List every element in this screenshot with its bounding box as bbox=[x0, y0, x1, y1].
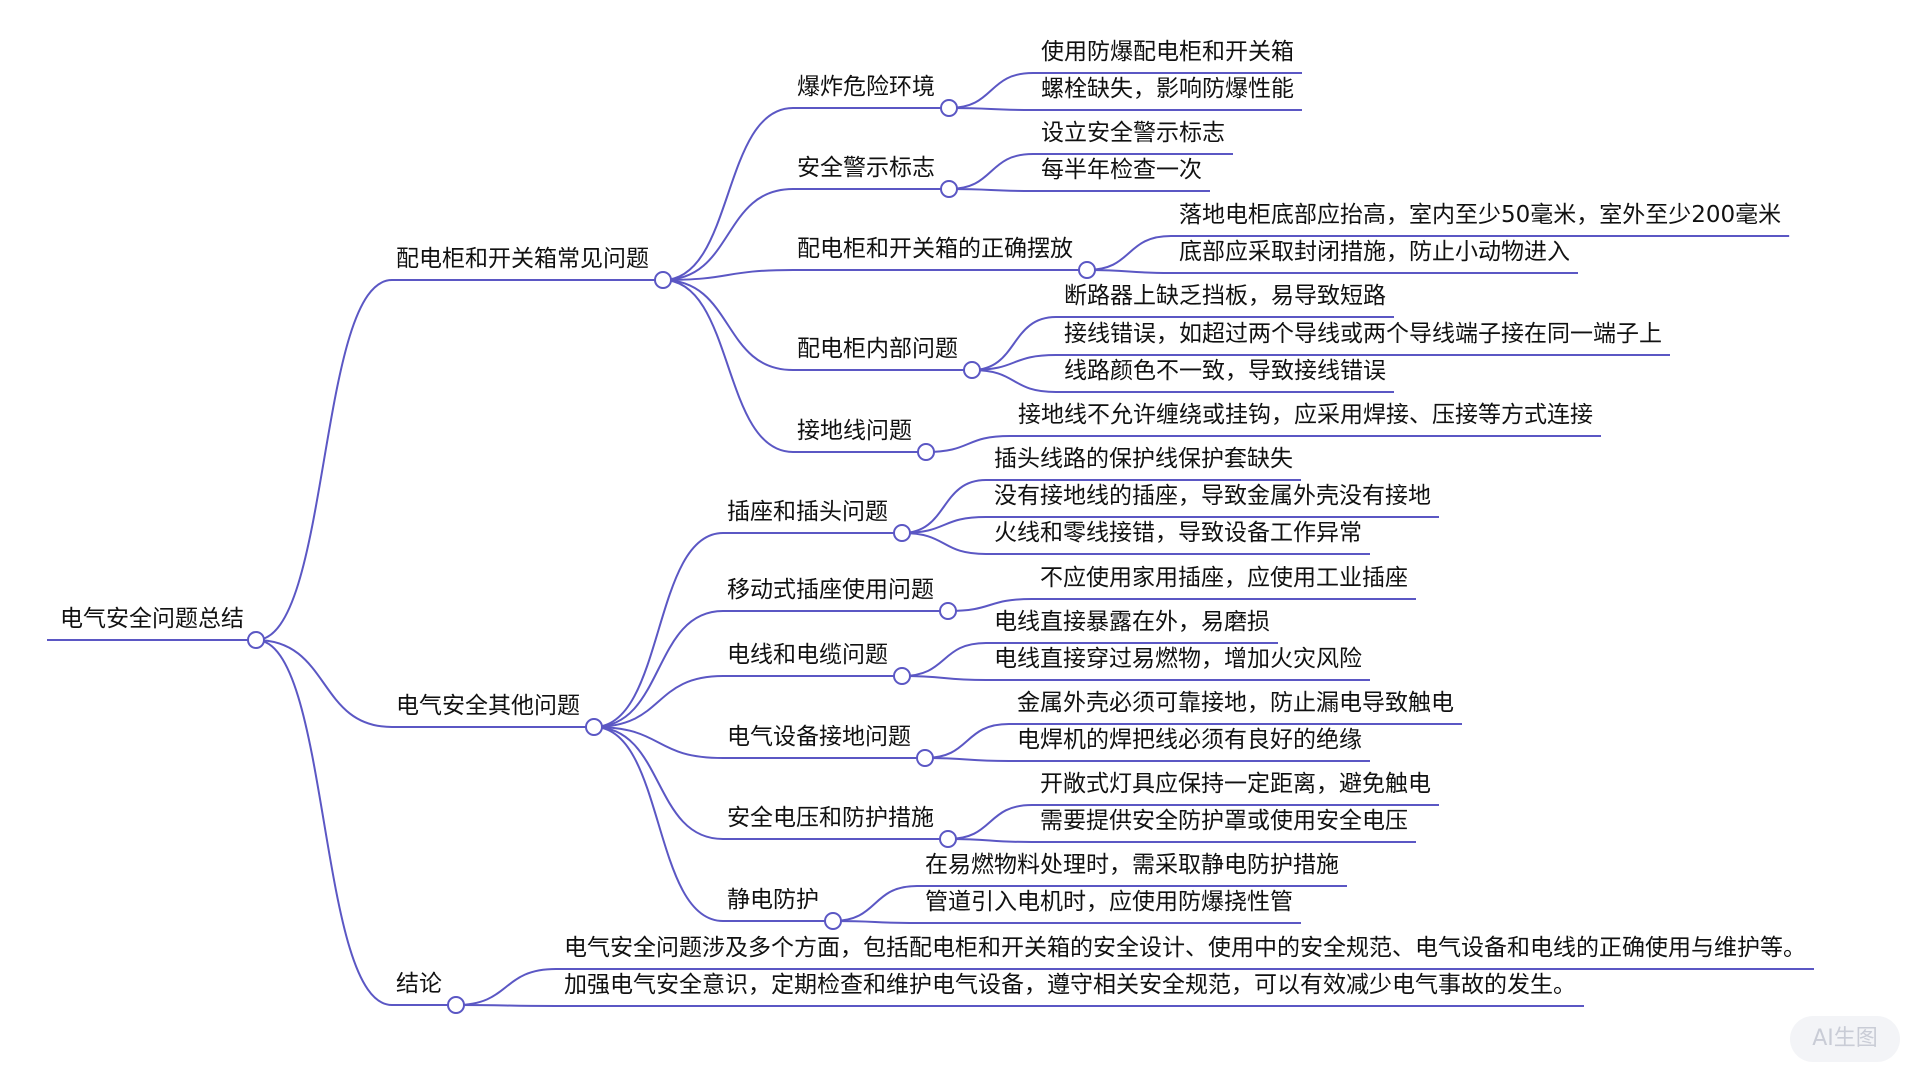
subtopic: 配电柜和开关箱的正确摆放 bbox=[797, 236, 1073, 262]
collapse-node-circle[interactable] bbox=[893, 667, 911, 685]
connector-curve bbox=[255, 639, 393, 728]
collapse-node-circle[interactable] bbox=[916, 749, 934, 767]
collapse-node-circle[interactable] bbox=[963, 361, 981, 379]
leaf-item: 断路器上缺乏挡板，易导致短路 bbox=[1064, 283, 1386, 309]
connector-curve bbox=[971, 316, 1057, 371]
connector-curve bbox=[901, 675, 987, 681]
leaf-item: 落地电柜底部应抬高，室内至少50毫米，室外至少200毫米 bbox=[1179, 202, 1782, 228]
subtopic: 配电柜内部问题 bbox=[797, 336, 958, 362]
leaf-item: 电气安全问题涉及多个方面，包括配电柜和开关箱的安全设计、使用中的安全规范、电气设… bbox=[564, 935, 1806, 961]
leaf-item: 加强电气安全意识，定期检查和维护电气设备，遵守相关安全规范，可以有效减少电气事故… bbox=[564, 972, 1576, 998]
connector-curve bbox=[593, 532, 724, 728]
connector-curve bbox=[455, 968, 557, 1006]
connector-curve bbox=[832, 885, 918, 922]
connector-curve bbox=[947, 838, 1033, 843]
leaf-item: 没有接地线的插座，导致金属外壳没有接地 bbox=[994, 483, 1431, 509]
collapse-node-circle[interactable] bbox=[939, 602, 957, 620]
connector-curve bbox=[948, 153, 1034, 190]
leaf-item: 管道引入电机时，应使用防爆挠性管 bbox=[925, 889, 1293, 915]
subtopic: 电气设备接地问题 bbox=[727, 724, 911, 750]
subtopic: 安全警示标志 bbox=[797, 155, 935, 181]
connector-curve bbox=[593, 726, 724, 922]
subtopic: 电线和电缆问题 bbox=[727, 642, 888, 668]
collapse-node-circle[interactable] bbox=[939, 830, 957, 848]
watermark-badge: AI生图 bbox=[1790, 1016, 1900, 1062]
collapse-node-circle[interactable] bbox=[447, 996, 465, 1014]
collapse-node-circle[interactable] bbox=[585, 718, 603, 736]
connector-curve bbox=[1086, 235, 1172, 271]
connector-curve bbox=[901, 642, 987, 677]
connector-curve bbox=[1086, 269, 1172, 274]
leaf-item: 使用防爆配电柜和开关箱 bbox=[1041, 39, 1294, 65]
connector-curve bbox=[947, 598, 1033, 612]
connector-curve bbox=[948, 188, 1034, 192]
branch-topic: 结论 bbox=[396, 971, 442, 997]
connector-curve bbox=[901, 532, 987, 555]
connector-curve bbox=[255, 639, 393, 1006]
collapse-node-circle[interactable] bbox=[1078, 261, 1096, 279]
leaf-item: 火线和零线接错，导致设备工作异常 bbox=[994, 520, 1362, 546]
leaf-item: 设立安全警示标志 bbox=[1041, 120, 1225, 146]
collapse-node-circle[interactable] bbox=[940, 180, 958, 198]
connector-curve bbox=[947, 804, 1033, 840]
connector-curve bbox=[901, 479, 987, 534]
leaf-item: 螺栓缺失，影响防爆性能 bbox=[1041, 76, 1294, 102]
connector-curve bbox=[662, 107, 794, 281]
connector-curve bbox=[971, 354, 1057, 371]
collapse-node-circle[interactable] bbox=[917, 443, 935, 461]
connector-curve bbox=[948, 107, 1034, 111]
subtopic: 接地线问题 bbox=[797, 418, 912, 444]
connector-curve bbox=[924, 723, 1010, 759]
branch-topic: 配电柜和开关箱常见问题 bbox=[396, 246, 649, 272]
collapse-node-circle[interactable] bbox=[893, 524, 911, 542]
subtopic: 爆炸危险环境 bbox=[797, 74, 935, 100]
leaf-item: 需要提供安全防护罩或使用安全电压 bbox=[1040, 808, 1408, 834]
connector-curve bbox=[593, 726, 724, 840]
leaf-item: 电线直接暴露在外，易磨损 bbox=[994, 609, 1270, 635]
leaf-item: 不应使用家用插座，应使用工业插座 bbox=[1040, 565, 1408, 591]
leaf-item: 电线直接穿过易燃物，增加火灾风险 bbox=[994, 646, 1362, 672]
collapse-node-circle[interactable] bbox=[824, 912, 842, 930]
connector-curve bbox=[924, 757, 1010, 762]
connector-curve bbox=[901, 516, 987, 534]
leaf-item: 底部应采取封闭措施，防止小动物进入 bbox=[1179, 239, 1570, 265]
subtopic: 插座和插头问题 bbox=[727, 499, 888, 525]
leaf-item: 开敞式灯具应保持一定距离，避免触电 bbox=[1040, 771, 1431, 797]
connector-curve bbox=[832, 920, 918, 924]
root-topic: 电气安全问题总结 bbox=[60, 606, 244, 632]
connector-curve bbox=[255, 279, 393, 641]
connector-curve bbox=[662, 279, 794, 371]
connector-curve bbox=[971, 369, 1057, 393]
collapse-node-circle[interactable] bbox=[940, 99, 958, 117]
connector-curve bbox=[593, 610, 724, 728]
connector-curve bbox=[662, 279, 794, 453]
subtopic: 安全电压和防护措施 bbox=[727, 805, 934, 831]
connector-curve bbox=[593, 675, 724, 728]
connector-curve bbox=[948, 72, 1034, 109]
branch-topic: 电气安全其他问题 bbox=[396, 693, 580, 719]
collapse-node-circle[interactable] bbox=[654, 271, 672, 289]
leaf-item: 接地线不允许缠绕或挂钩，应采用焊接、压接等方式连接 bbox=[1018, 402, 1593, 428]
connector-curve bbox=[662, 188, 794, 281]
leaf-item: 插头线路的保护线保护套缺失 bbox=[994, 446, 1293, 472]
connector-curve bbox=[662, 269, 794, 281]
subtopic: 静电防护 bbox=[727, 887, 819, 913]
connector-curve bbox=[455, 1004, 557, 1007]
leaf-item: 每半年检查一次 bbox=[1041, 157, 1202, 183]
connector-curve bbox=[925, 435, 1011, 453]
leaf-item: 在易燃物料处理时，需采取静电防护措施 bbox=[925, 852, 1339, 878]
collapse-node-circle[interactable] bbox=[247, 631, 265, 649]
leaf-item: 金属外壳必须可靠接地，防止漏电导致触电 bbox=[1017, 690, 1454, 716]
leaf-item: 电焊机的焊把线必须有良好的绝缘 bbox=[1017, 727, 1362, 753]
leaf-item: 接线错误，如超过两个导线或两个导线端子接在同一端子上 bbox=[1064, 321, 1662, 347]
subtopic: 移动式插座使用问题 bbox=[727, 577, 934, 603]
connector-curve bbox=[593, 726, 724, 759]
leaf-item: 线路颜色不一致，导致接线错误 bbox=[1064, 358, 1386, 384]
